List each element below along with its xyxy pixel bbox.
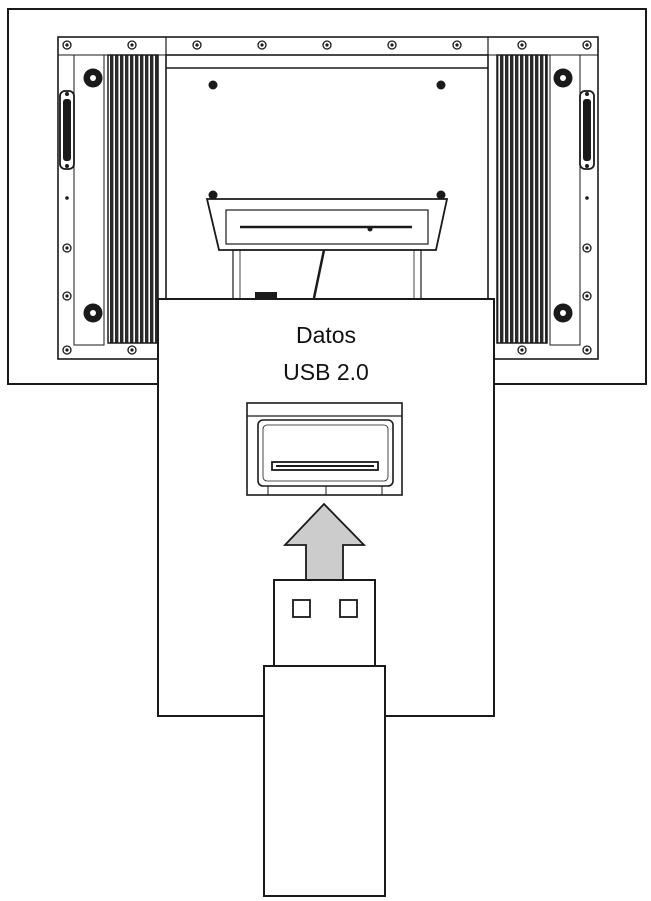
right-dsub-port xyxy=(579,90,595,170)
usb-flash-drive-icon xyxy=(263,579,386,897)
left-dsub-port xyxy=(59,90,75,170)
screw-center xyxy=(585,348,589,352)
usb-plug-connector xyxy=(273,579,376,671)
screw-center xyxy=(260,43,264,47)
right-heatsink xyxy=(496,54,548,344)
screw-center xyxy=(195,43,199,47)
screw-center xyxy=(520,43,524,47)
usb-drive-body xyxy=(263,665,386,897)
screw-center xyxy=(130,348,134,352)
screw-center xyxy=(325,43,329,47)
screw-center xyxy=(65,294,69,298)
mounting-bolts xyxy=(83,68,573,323)
center-panel xyxy=(165,54,489,301)
screw-center xyxy=(585,294,589,298)
screw-center xyxy=(65,246,69,250)
usb-callout: Datos USB 2.0 xyxy=(157,298,495,717)
screw-center xyxy=(585,246,589,250)
screw-center xyxy=(585,43,589,47)
callout-label-line2: USB 2.0 xyxy=(283,359,369,385)
screw-center xyxy=(390,43,394,47)
screw-center xyxy=(455,43,459,47)
screw-center xyxy=(520,348,524,352)
monitor-rear-panel xyxy=(7,8,647,385)
connector-bracket xyxy=(205,198,449,301)
callout-label-line1: Datos xyxy=(296,322,356,348)
usb-port-icon xyxy=(246,402,403,496)
perimeter-screws xyxy=(62,40,592,355)
left-heatsink xyxy=(107,54,159,344)
screw-center xyxy=(65,348,69,352)
screw-center xyxy=(130,43,134,47)
screw-center xyxy=(65,43,69,47)
